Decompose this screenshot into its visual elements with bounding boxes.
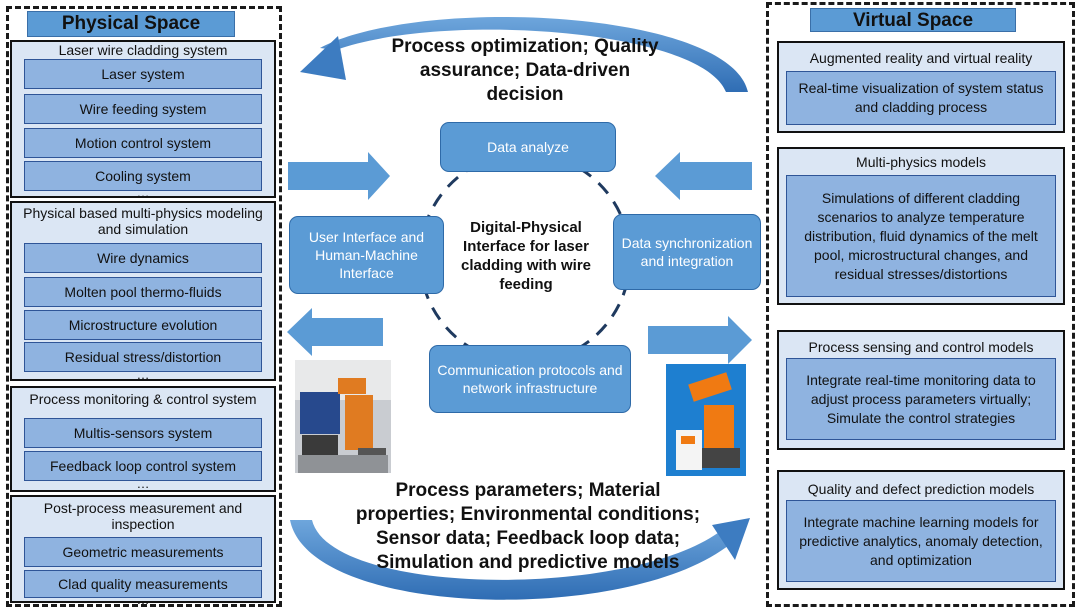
node-data-synchronization: Data synchronization and integration	[613, 214, 761, 290]
bottom-flow-label: Process parameters; Material properties;…	[355, 480, 701, 573]
group-title: Post-process measurement and inspection	[43, 500, 243, 532]
top-flow-label: Process optimization; Quality assurance;…	[391, 36, 659, 105]
item-motion-control-system: Motion control system	[24, 128, 262, 158]
virtual-space-panel	[766, 2, 1075, 607]
more-ellipsis: …	[136, 476, 150, 491]
item-machine-learning: Integrate machine learning models for pr…	[786, 500, 1056, 582]
core-interface-label: Digital-Physical Interface for laser cla…	[460, 219, 591, 293]
item-real-time-monitoring: Integrate real-time monitoring data to a…	[786, 358, 1056, 440]
node-communication-protocols: Communication protocols and network infr…	[429, 345, 631, 413]
group-title: Process sensing and control models	[808, 339, 1034, 355]
item-multi-sensors: Multis-sensors system	[24, 418, 262, 448]
group-title: Multi-physics models	[856, 154, 986, 170]
item-residual-stress: Residual stress/distortion	[24, 342, 262, 372]
item-simulations: Simulations of different cladding scenar…	[786, 175, 1056, 297]
physical-space-panel	[6, 6, 282, 607]
bottom-curved-arrow	[290, 520, 735, 600]
arrow-center-to-virtual	[648, 316, 752, 364]
group-title: Physical based multi-physics modeling an…	[23, 205, 263, 237]
item-clad-quality: Clad quality measurements	[24, 570, 262, 598]
item-cooling-system: Cooling system	[24, 161, 262, 191]
arrow-virtual-to-center	[655, 152, 752, 200]
virtual-space-title: Virtual Space	[810, 8, 1016, 32]
arrow-physical-to-center	[288, 152, 390, 200]
more-ellipsis: …	[136, 185, 150, 200]
item-wire-dynamics: Wire dynamics	[24, 243, 262, 273]
physical-space-title: Physical Space	[27, 11, 235, 37]
robot-render-virtual	[666, 364, 746, 476]
item-microstructure: Microstructure evolution	[24, 310, 262, 340]
item-molten-pool: Molten pool thermo-fluids	[24, 277, 262, 307]
arrow-center-to-physical	[287, 308, 383, 356]
bottom-arrow-head	[712, 518, 750, 560]
more-ellipsis: …	[136, 592, 150, 607]
item-laser-system: Laser system	[24, 59, 262, 89]
group-title: Laser wire cladding system	[58, 42, 228, 58]
top-arrow-head	[300, 36, 346, 80]
more-ellipsis: …	[136, 367, 150, 382]
item-feedback-loop: Feedback loop control system	[24, 451, 262, 481]
robot-photo-physical	[295, 360, 391, 473]
group-title: Process monitoring & control system	[29, 391, 257, 407]
node-user-interface: User Interface and Human-Machine Interfa…	[289, 216, 444, 294]
item-wire-feeding-system: Wire feeding system	[24, 94, 262, 124]
top-curved-arrow	[320, 16, 748, 92]
group-title: Augmented reality and virtual reality	[809, 50, 1033, 66]
group-title: Quality and defect prediction models	[807, 481, 1035, 497]
node-data-analyze: Data analyze	[440, 122, 616, 172]
item-geometric-measurements: Geometric measurements	[24, 537, 262, 567]
item-real-time-visualization: Real-time visualization of system status…	[786, 71, 1056, 125]
